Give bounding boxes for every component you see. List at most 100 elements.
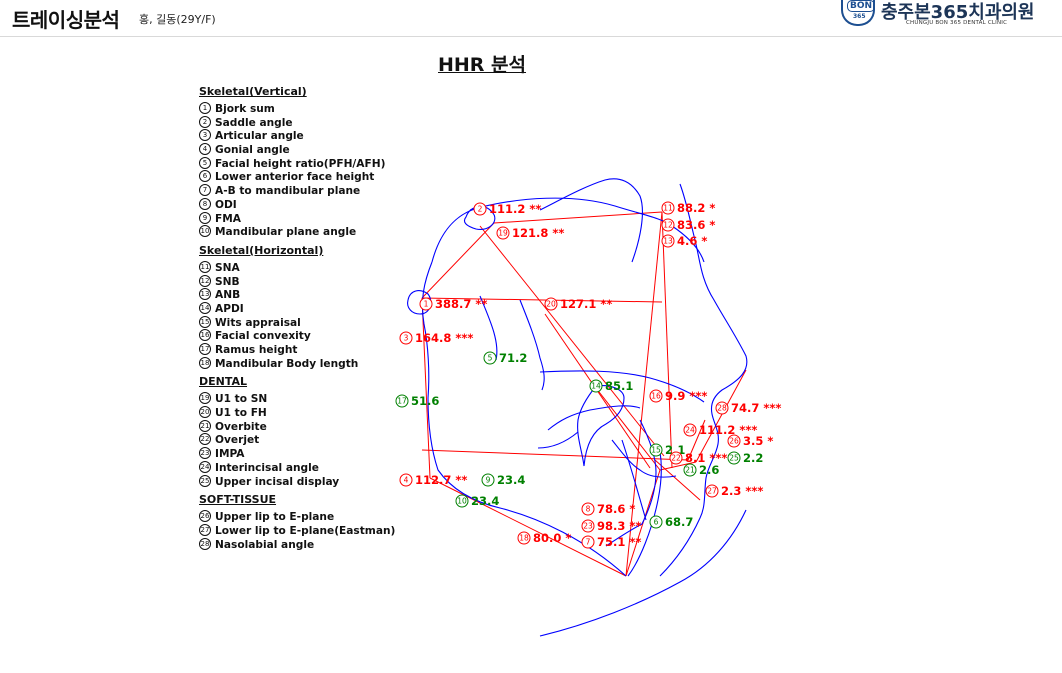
legend-item-number: 20 xyxy=(199,406,211,419)
legend-item-label: U1 to SN xyxy=(215,393,268,406)
legend-item-label: U1 to FH xyxy=(215,407,267,420)
header-bar: 트레이싱분석 홍, 길동(29Y/F) BON 365 충주본365치과의원 C… xyxy=(0,0,1062,37)
measurement-number-circle xyxy=(544,297,558,311)
tooth-logo-icon: BON 365 xyxy=(841,0,876,26)
analysis-line xyxy=(421,222,495,299)
legend-item-number: 9 xyxy=(199,211,211,224)
measurement-value: 8.1 *** xyxy=(685,451,727,465)
app-title: 트레이싱분석 xyxy=(12,8,120,32)
legend-item-number: 26 xyxy=(199,510,211,523)
measurement-value: 2.3 *** xyxy=(721,484,763,498)
measurement-number: 9 xyxy=(486,476,491,485)
legend-item-label: Mandibular Body length xyxy=(215,357,359,370)
legend-item-number: 3 xyxy=(199,129,211,142)
legend-item-label: Overbite xyxy=(215,420,267,433)
legend-item: 9 FMA xyxy=(199,211,409,227)
measurement-number: 13 xyxy=(663,237,673,246)
legend-item-label: IMPA xyxy=(215,448,245,461)
measurement-value: 111.2 *** xyxy=(699,423,757,437)
legend-item-number: 10 xyxy=(199,225,211,238)
measurement-value: 9.9 *** xyxy=(665,389,707,403)
legend-item-number: 17 xyxy=(199,343,211,355)
measurement-number-circle xyxy=(395,394,409,408)
measurement-value: 83.6 * xyxy=(677,218,715,232)
tracing-curve xyxy=(539,509,747,637)
measurement-value: 2.6 xyxy=(699,463,719,477)
measurement-value: 388.7 ** xyxy=(435,297,487,311)
legend-item-label: Lower anterior face height xyxy=(215,171,375,184)
legend-item-number: 28 xyxy=(199,537,211,550)
legend-section-heading: DENTAL xyxy=(199,375,248,389)
tracing-curve xyxy=(537,431,579,449)
measurement-number: 26 xyxy=(729,437,739,446)
tracing-curve xyxy=(479,295,498,361)
legend-item-label: Overjet xyxy=(215,434,260,447)
measurement-number-circle xyxy=(683,423,697,437)
measurement-number: 22 xyxy=(671,454,681,463)
analysis-line xyxy=(421,297,663,303)
measurement-number: 15 xyxy=(651,446,661,455)
legend-section-heading: Skeletal(Horizontal) xyxy=(199,243,324,257)
measurement-number: 25 xyxy=(729,454,739,463)
clinic-name: 충주본365치과의원 xyxy=(881,2,1035,23)
measurement-number-circle xyxy=(473,202,487,216)
tracing-curve xyxy=(605,523,643,547)
measurement-number-circle xyxy=(649,515,663,529)
legend-item-label: Lower lip to E-plane(Eastman) xyxy=(215,524,396,537)
measurement-number-circle xyxy=(581,502,595,516)
measurement-number-circle xyxy=(399,473,413,487)
legend-item-label: FMA xyxy=(215,212,241,225)
measurement-value: 75.1 ** xyxy=(597,535,641,549)
anatomical-tracing xyxy=(407,178,748,637)
measurement-number-circle xyxy=(727,451,741,465)
legend-section-heading: SOFT-TISSUE xyxy=(199,493,277,507)
measurement-label: 12 83.6 * xyxy=(661,218,715,232)
measurement-value: 23.4 xyxy=(471,494,499,508)
analysis-line xyxy=(659,461,697,471)
measurement-number-circle xyxy=(683,463,697,477)
legend-section-heading: Skeletal(Vertical) xyxy=(199,85,307,98)
tracing-curve xyxy=(539,178,643,263)
measurement-number: 8 xyxy=(586,505,591,514)
measurement-number: 28 xyxy=(717,404,727,413)
legend-item-number: 24 xyxy=(199,460,211,473)
analysis-line xyxy=(661,211,673,469)
measurement-number: 19 xyxy=(498,229,508,238)
measurement-number-circle xyxy=(581,535,595,549)
measurement-number: 11 xyxy=(663,204,673,213)
legend-item-number: 4 xyxy=(199,143,211,156)
analysis-line xyxy=(493,211,663,224)
legend-item-label: Facial convexity xyxy=(215,330,311,343)
measurement-number: 2 xyxy=(478,205,483,214)
measurement-number: 1 xyxy=(424,300,429,309)
measurement-value: 80.0 * xyxy=(533,531,571,545)
clinic-logo: BON 365 충주본365치과의원 CHUNGJU BON 365 DENTA… xyxy=(831,0,1061,34)
legend-item-label: A-B to mandibular plane xyxy=(215,185,361,198)
legend-item-label: ANB xyxy=(215,289,241,302)
tracing-curve xyxy=(539,370,705,403)
tracing-curve xyxy=(469,197,705,263)
measurement-number: 12 xyxy=(663,221,673,230)
measurement-number-circle xyxy=(399,331,413,345)
